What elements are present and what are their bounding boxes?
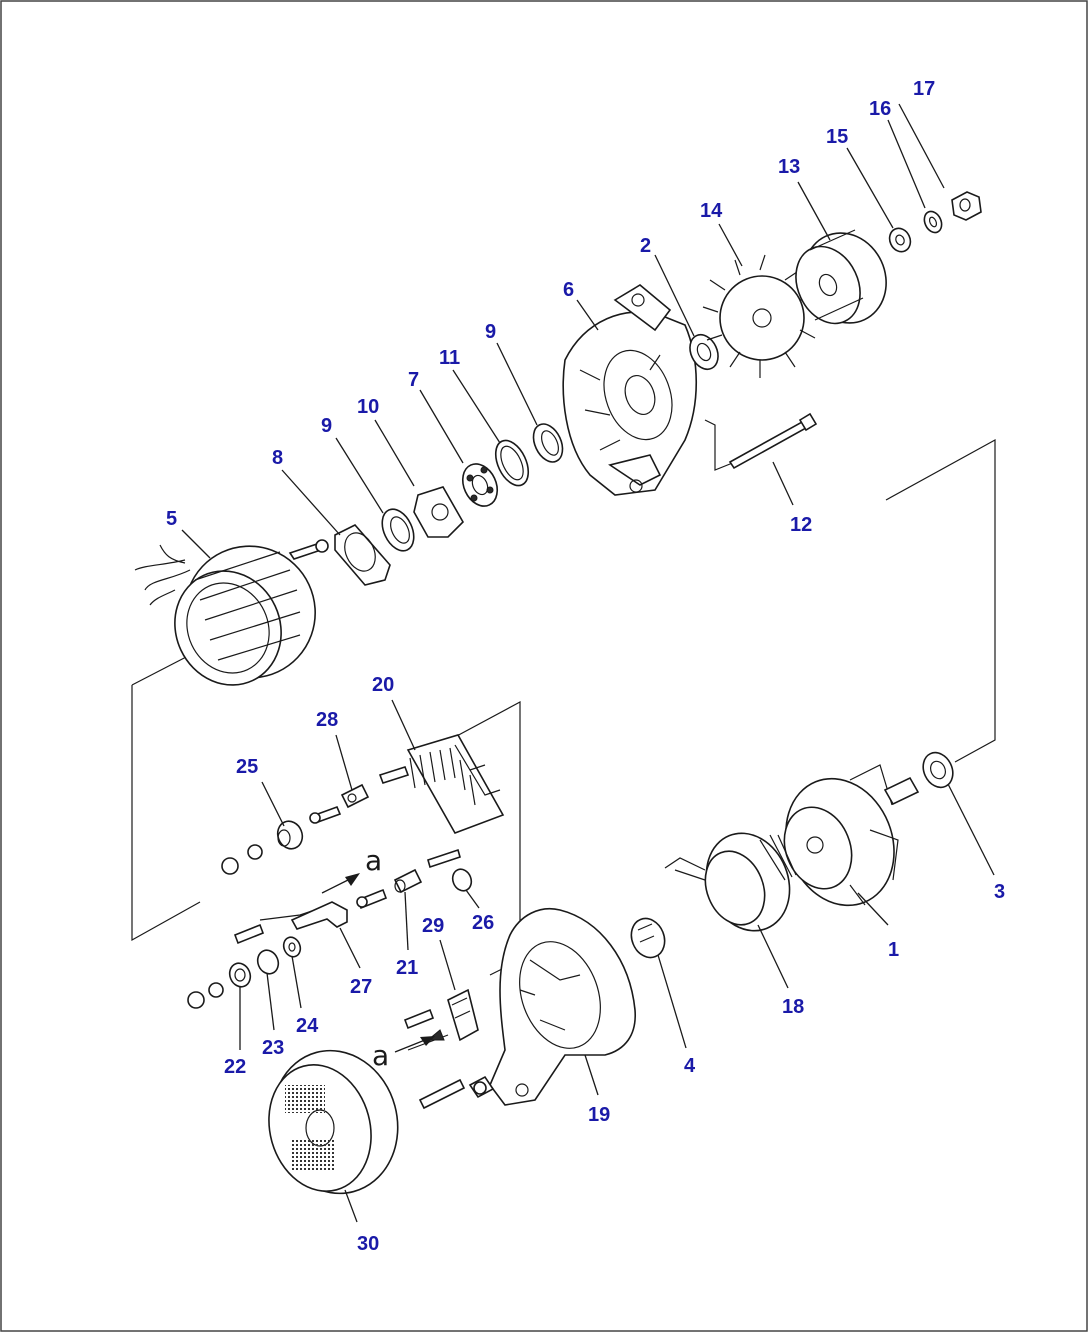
callout-30: 30 — [357, 1233, 379, 1255]
callout-6: 6 — [563, 279, 574, 301]
callout-21: 21 — [396, 957, 418, 979]
rear-cover-part — [268, 1049, 399, 1195]
callouts: 1 2 3 4 5 6 7 8 9 9 10 11 12 13 14 15 16… — [166, 78, 1005, 1255]
callout-4: 4 — [684, 1055, 696, 1077]
callout-7: 7 — [408, 369, 419, 391]
rear-bearing-part — [922, 751, 954, 789]
callout-22: 22 — [224, 1056, 246, 1078]
rotor-part — [783, 764, 920, 907]
terminal-part — [309, 783, 370, 824]
reference-a-lower: a — [372, 1039, 389, 1072]
callout-9-left: 9 — [321, 415, 332, 437]
callout-26: 26 — [472, 912, 494, 934]
rectifier-part — [378, 734, 505, 869]
rear-housing-part — [489, 908, 636, 1106]
callout-5: 5 — [166, 508, 177, 530]
callout-25: 25 — [236, 756, 258, 778]
lock-washer-part — [923, 210, 943, 234]
coil-part — [664, 832, 797, 932]
callout-8: 8 — [272, 447, 283, 469]
reference-arrow-lower — [394, 1036, 435, 1053]
pulley-part — [795, 229, 887, 325]
cap-part — [451, 868, 473, 892]
nut-part — [951, 191, 982, 221]
reference-a-upper: a — [365, 844, 382, 877]
retainer-plate-part — [288, 524, 391, 586]
callout-17: 17 — [913, 78, 935, 100]
bearing-part — [461, 463, 499, 507]
callout-13: 13 — [778, 156, 800, 178]
plate-part — [413, 486, 464, 538]
bearing-ring-left — [381, 508, 415, 552]
callout-3: 3 — [994, 881, 1005, 903]
assembly-guide-lines — [131, 419, 996, 976]
callout-28: 28 — [316, 709, 338, 731]
callout-27: 27 — [350, 976, 372, 998]
reference-letters: a a — [365, 844, 389, 1072]
long-bolt-part — [728, 412, 818, 470]
callout-20: 20 — [372, 674, 394, 696]
nuts-group-part — [187, 936, 302, 1009]
bracket-part — [233, 901, 348, 945]
callout-24: 24 — [296, 1015, 319, 1037]
reference-arrow-upper — [321, 873, 360, 894]
callout-29: 29 — [422, 915, 444, 937]
bearing-ring-right — [532, 423, 564, 463]
callout-18: 18 — [782, 996, 804, 1018]
callout-23: 23 — [262, 1037, 284, 1059]
stator-part — [134, 544, 316, 686]
callout-15: 15 — [826, 126, 848, 148]
brush-holder-part — [403, 988, 479, 1051]
spacer-part — [689, 333, 719, 371]
front-housing-part — [562, 284, 698, 496]
bushing-part — [221, 820, 304, 875]
callout-2: 2 — [640, 235, 651, 257]
sleeve-part — [356, 868, 423, 910]
callout-11: 11 — [439, 347, 460, 369]
ring-part — [494, 439, 530, 487]
callout-10: 10 — [357, 396, 379, 418]
housing-bolts-part — [418, 1075, 495, 1110]
callout-19: 19 — [588, 1104, 610, 1126]
washer-part — [888, 227, 912, 253]
small-cover-part — [630, 917, 666, 959]
callout-9-right: 9 — [485, 321, 496, 343]
callout-12: 12 — [790, 514, 812, 536]
callout-16: 16 — [869, 98, 891, 120]
callout-1: 1 — [888, 939, 899, 961]
callout-14: 14 — [700, 200, 723, 222]
fan-part — [702, 254, 816, 378]
leader-lines — [181, 103, 995, 1223]
